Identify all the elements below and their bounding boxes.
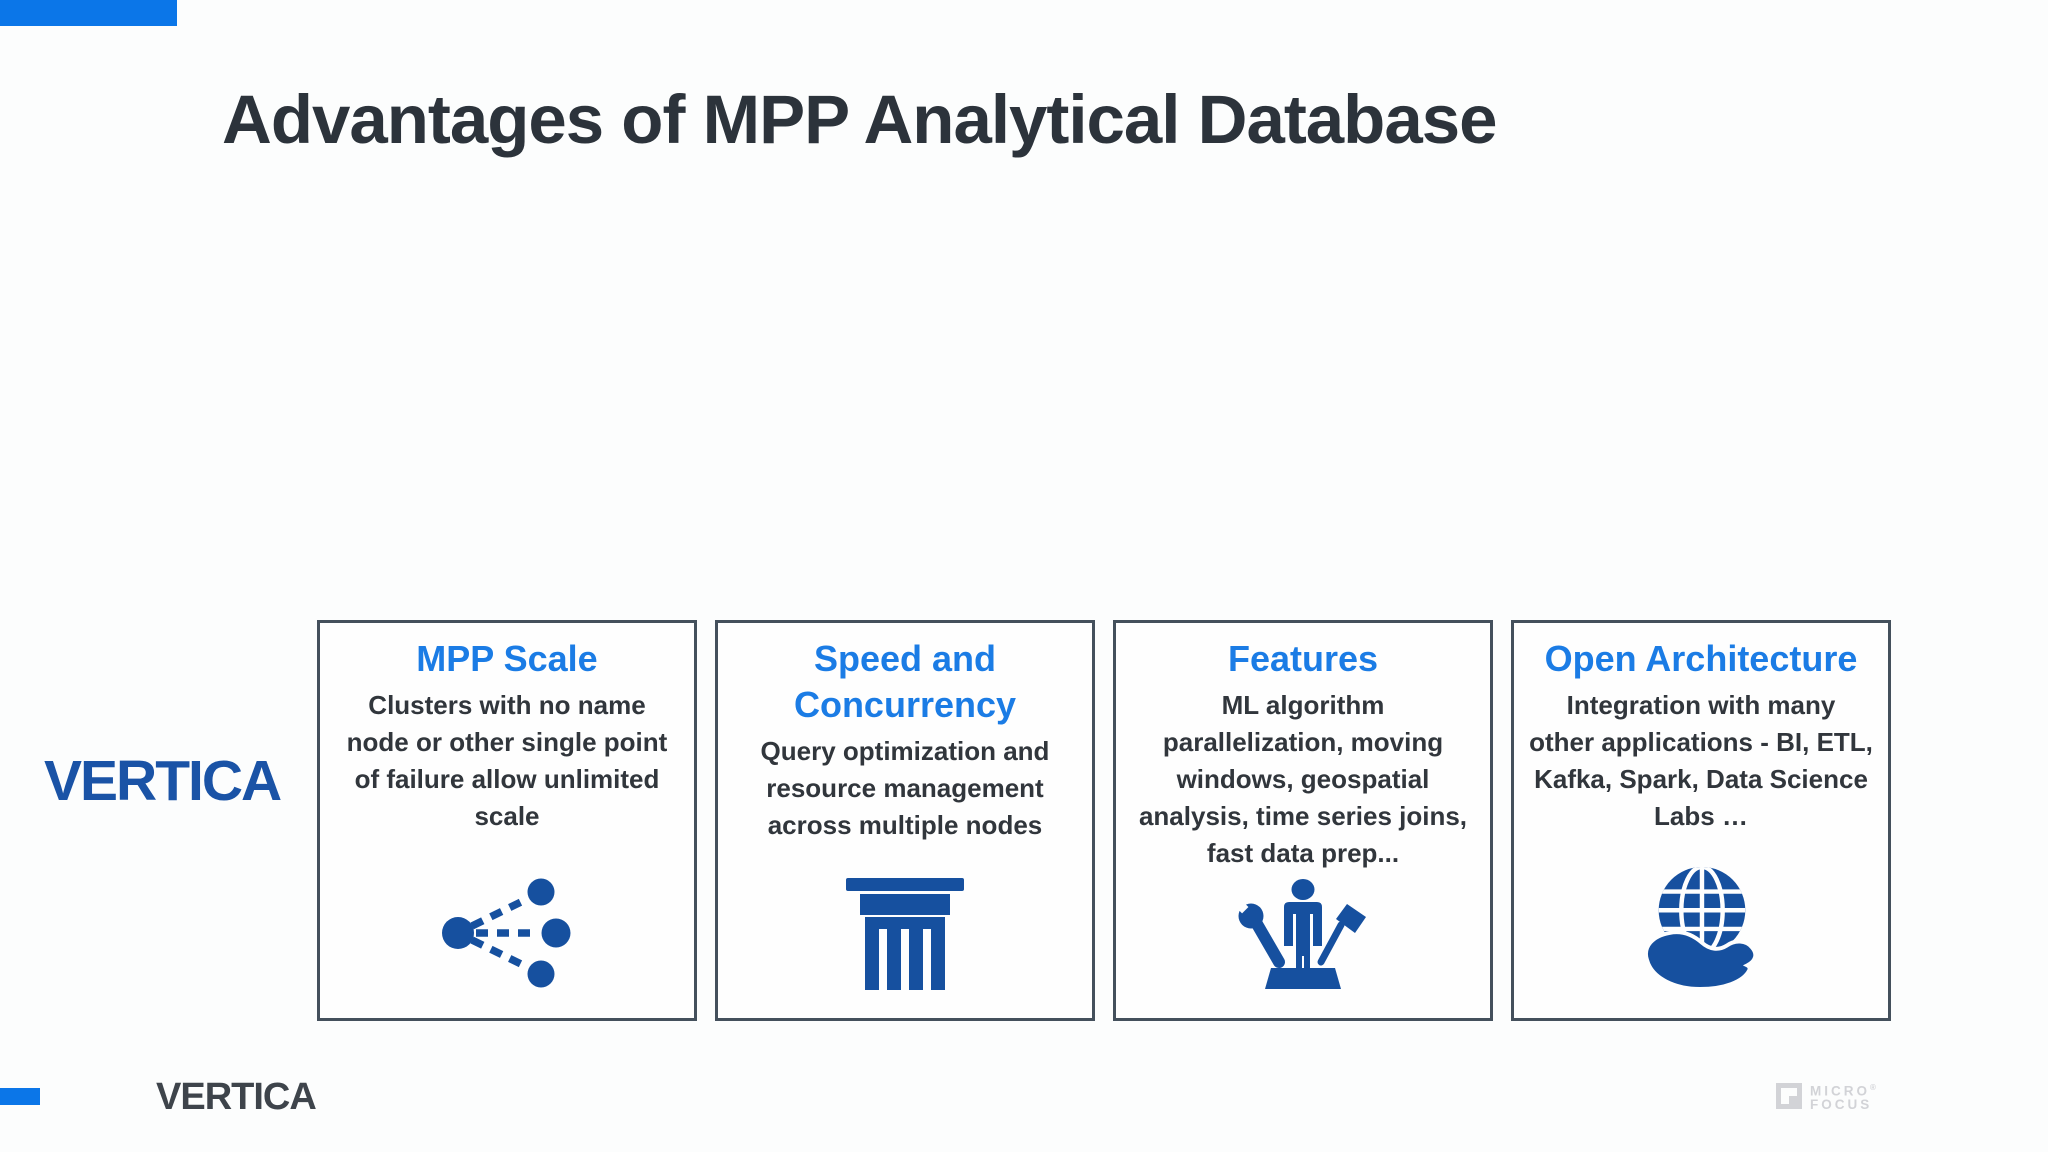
- slide-title: Advantages of MPP Analytical Database: [222, 81, 1497, 158]
- fan-out-nodes-icon: [442, 876, 572, 990]
- column-icon: [846, 878, 964, 990]
- microfocus-logo: MICRO® FOCUS: [1776, 1081, 1876, 1111]
- card-mpp-scale: MPP Scale Clusters with no name node or …: [317, 620, 697, 1021]
- card-open-architecture: Open Architecture Integration with many …: [1511, 620, 1891, 1021]
- card-title: Features: [1227, 638, 1379, 679]
- card-body: Query optimization and resource manageme…: [760, 736, 1050, 840]
- card-body: Clusters with no name node or other sing…: [346, 690, 668, 831]
- registered-mark: ®: [1870, 1083, 1876, 1092]
- advantage-cards: MPP Scale Clusters with no name node or …: [317, 620, 1891, 1021]
- person-with-tools-icon: [1233, 878, 1373, 990]
- card-speed-and-concurrency: Speed and Concurrency Query optimization…: [715, 620, 1095, 1021]
- card-title: Speed and Concurrency: [793, 638, 1017, 726]
- card-body: Integration with many other applications…: [1529, 690, 1873, 831]
- microfocus-line1: MICRO®: [1810, 1083, 1876, 1099]
- card-body: ML algorithm parallelization, moving win…: [1138, 690, 1468, 868]
- vertica-footer-logo: VERTICA: [156, 1076, 317, 1118]
- card-title: MPP Scale: [416, 638, 598, 679]
- globe-in-hand-icon: [1637, 864, 1765, 990]
- microfocus-line2: FOCUS: [1810, 1096, 1873, 1112]
- card-title: Open Architecture: [1544, 638, 1858, 679]
- vertica-logo: VERTICA: [44, 749, 282, 813]
- microfocus-icon: [1776, 1082, 1802, 1109]
- microfocus-wordmark: MICRO® FOCUS: [1810, 1081, 1876, 1111]
- footer-accent-bar: [0, 1088, 40, 1105]
- card-features: Features ML algorithm parallelization, m…: [1113, 620, 1493, 1021]
- top-accent-bar: [0, 0, 177, 26]
